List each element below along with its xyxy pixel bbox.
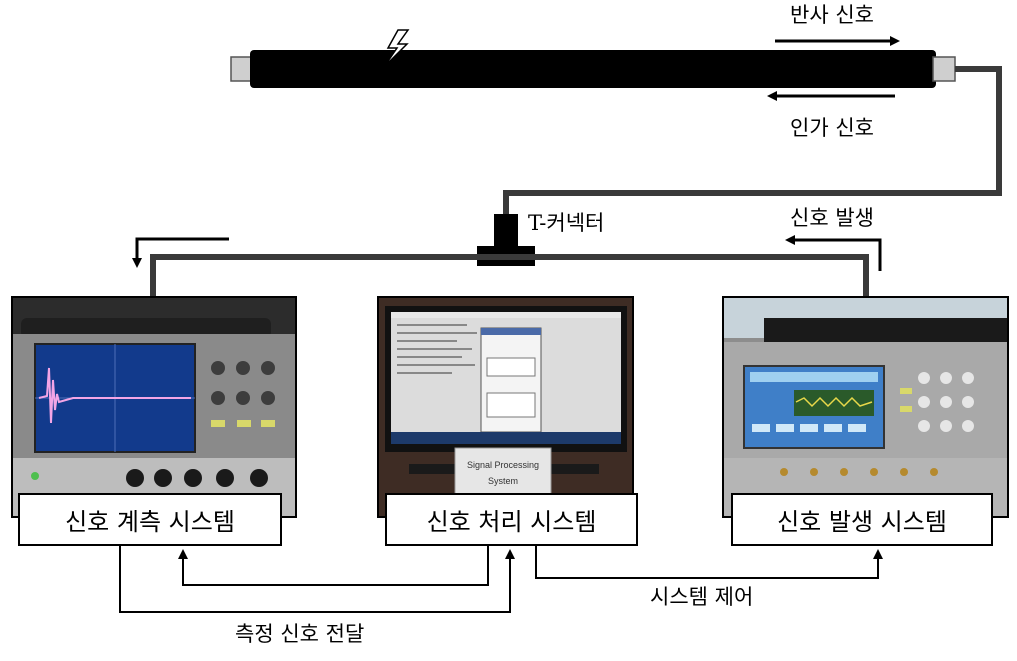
measurement-system-box: 신호 계측 시스템 (18, 493, 282, 546)
applied-signal-label: 인가 신호 (790, 116, 874, 140)
signal-bus (150, 254, 869, 296)
processing-system-label: 신호 처리 시스템 (426, 508, 597, 536)
processing-pc-photo: Signal Processing System (377, 296, 634, 518)
signal-generator-photo (722, 296, 1009, 518)
generation-system-label: 신호 발생 시스템 (777, 508, 947, 536)
measurement-system-label: 신호 계측 시스템 (65, 508, 235, 536)
system-control-label: 시스템 제어 (650, 585, 754, 609)
signal-generation-label: 신호 발생 (790, 206, 874, 230)
measured-signal-transfer-arrow (119, 545, 515, 613)
processing-to-measurement-arrow (178, 545, 489, 586)
generation-system-box: 신호 발생 시스템 (731, 493, 993, 546)
signal-generation-arrow (785, 235, 882, 271)
measurement-input-arrow (132, 237, 229, 268)
system-control-arrow (535, 545, 883, 579)
coax-lead (503, 66, 1002, 218)
processing-system-box: 신호 처리 시스템 (385, 493, 638, 546)
sps-sign-line1: Signal Processing (467, 460, 539, 470)
oscilloscope-photo (11, 296, 297, 518)
fault-lightning-icon (383, 29, 410, 68)
cable-under-test (230, 50, 956, 88)
sps-sign-line2: System (488, 476, 518, 486)
measured-signal-transfer-label: 측정 신호 전달 (235, 622, 365, 646)
t-connector-label: T-커넥터 (528, 211, 605, 235)
reflected-signal-label: 반사 신호 (790, 3, 874, 27)
t-connector (477, 214, 535, 266)
